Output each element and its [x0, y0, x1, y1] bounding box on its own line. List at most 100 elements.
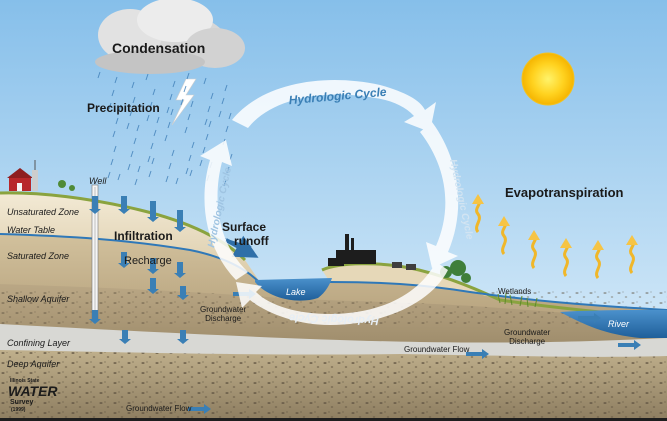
- recharge-label: Recharge: [124, 255, 172, 267]
- rain-drop: [202, 146, 206, 154]
- evapotranspiration-arrow: [528, 230, 540, 269]
- rain-drop: [170, 108, 174, 116]
- infiltration-arrow: [147, 278, 159, 294]
- rain-drop: [224, 84, 228, 92]
- rain-drop: [223, 179, 227, 187]
- infiltration-arrow: [119, 330, 131, 344]
- rain-drop: [172, 80, 176, 88]
- rain-drop: [185, 167, 189, 175]
- rain-cloud: [95, 0, 245, 74]
- rain-drop: [203, 77, 207, 85]
- rain-drop: [117, 173, 121, 181]
- rain-drop: [130, 150, 134, 158]
- surface-runoff-line1: Surface: [222, 220, 267, 234]
- rain-drop: [167, 121, 171, 129]
- infiltration-arrow: [118, 196, 130, 214]
- infiltration-arrow: [174, 262, 186, 278]
- lake-label: Lake: [286, 287, 306, 297]
- gw-discharge-river-line1: Groundwater: [504, 328, 551, 337]
- gw-discharge-lake-line2: Discharge: [205, 314, 242, 323]
- rain-drop: [147, 155, 151, 163]
- rain-drop: [150, 142, 154, 150]
- rain-drop: [146, 114, 150, 122]
- rain-drop: [187, 113, 191, 121]
- infiltration-arrow: [118, 252, 130, 268]
- rain-drop: [137, 165, 141, 173]
- surface-runoff-line2: runoff: [234, 234, 269, 248]
- evapotranspiration-arrow: [626, 235, 638, 274]
- rain-drop: [153, 129, 157, 137]
- infiltration-arrow: [89, 310, 101, 324]
- illinois-state-water-survey-logo: Illinois State WATER Survey (1999): [8, 378, 58, 416]
- infiltration-arrow: [89, 196, 101, 214]
- shallow-aquifer-label: Shallow Aquifer: [7, 294, 70, 304]
- lightning-bolt: [171, 78, 197, 126]
- rain-drop: [113, 145, 117, 153]
- rain-drop: [107, 171, 111, 179]
- factory: [328, 234, 376, 266]
- rain-drop: [210, 92, 214, 100]
- rain-drop: [180, 98, 184, 106]
- surface-runoff-label: Surface runoff: [222, 220, 269, 248]
- rain-drop: [114, 76, 118, 84]
- rain-drop: [127, 163, 131, 171]
- logo-line3: Survey: [10, 399, 34, 406]
- evapotranspiration-label: Evapotranspiration: [505, 185, 624, 200]
- rain-drop: [126, 122, 130, 130]
- gw-discharge-lake-label: Groundwater Discharge: [200, 305, 246, 323]
- rain-drop: [110, 158, 114, 166]
- trees-left: [58, 180, 75, 191]
- water-table-line-right: [329, 281, 667, 311]
- rain-drop: [132, 96, 136, 104]
- infiltration-label: Infiltration: [114, 229, 173, 243]
- rain-drop: [171, 149, 175, 157]
- rain-drop: [149, 101, 153, 109]
- rain-drop: [165, 175, 169, 183]
- rain-drop: [199, 159, 203, 167]
- rain-drop: [189, 169, 193, 177]
- cycle-label-bottom: Hydrologic Cycle: [289, 311, 379, 326]
- groundwater-flow-arrow: [618, 340, 641, 350]
- infiltration-arrow: [177, 330, 189, 344]
- lake: [255, 278, 332, 301]
- rain-drop: [183, 85, 187, 93]
- rain-drop: [169, 93, 173, 101]
- rain-drop: [168, 162, 172, 170]
- gw-discharge-river-line2: Discharge: [509, 337, 546, 346]
- rain: [97, 71, 233, 187]
- infiltration-arrow: [177, 286, 189, 300]
- rain-drop: [112, 130, 116, 138]
- rain-drop: [186, 72, 190, 80]
- infiltration-arrow: [174, 210, 186, 232]
- rain-drop: [164, 134, 168, 142]
- rain-drop: [97, 71, 101, 79]
- groundwater-flow-arrow: [188, 404, 211, 414]
- rain-drop: [226, 166, 230, 174]
- rain-drop: [131, 81, 135, 89]
- confining-layer-label: Confining Layer: [7, 338, 71, 348]
- rain-drop: [184, 126, 188, 134]
- wetland-reeds: [497, 292, 538, 308]
- logo-line2: WATER: [8, 383, 58, 399]
- precipitation-label: Precipitation: [87, 101, 160, 115]
- rain-drop: [228, 112, 232, 120]
- groundwater-flow-arrow: [578, 313, 601, 323]
- gw-discharge-river-label: Groundwater Discharge: [504, 328, 550, 346]
- rain-drop: [115, 117, 119, 125]
- rain-drop: [207, 105, 211, 113]
- gw-flow-bottom-label: Groundwater Flow: [126, 404, 192, 413]
- red-barn: [7, 160, 38, 191]
- wetlands-label: Wetlands: [498, 287, 532, 296]
- infiltration-arrows: [89, 196, 189, 344]
- evapotranspiration-arrow: [592, 240, 604, 279]
- rain-drop: [134, 178, 138, 186]
- infiltration-arrow: [147, 201, 159, 222]
- rain-drop: [156, 116, 160, 124]
- evapotranspiration-arrows: [472, 194, 638, 279]
- rain-drop: [191, 141, 195, 149]
- rain-drop: [111, 89, 115, 97]
- groundwater-flow-arrow: [466, 349, 489, 359]
- rain-drop: [221, 97, 225, 105]
